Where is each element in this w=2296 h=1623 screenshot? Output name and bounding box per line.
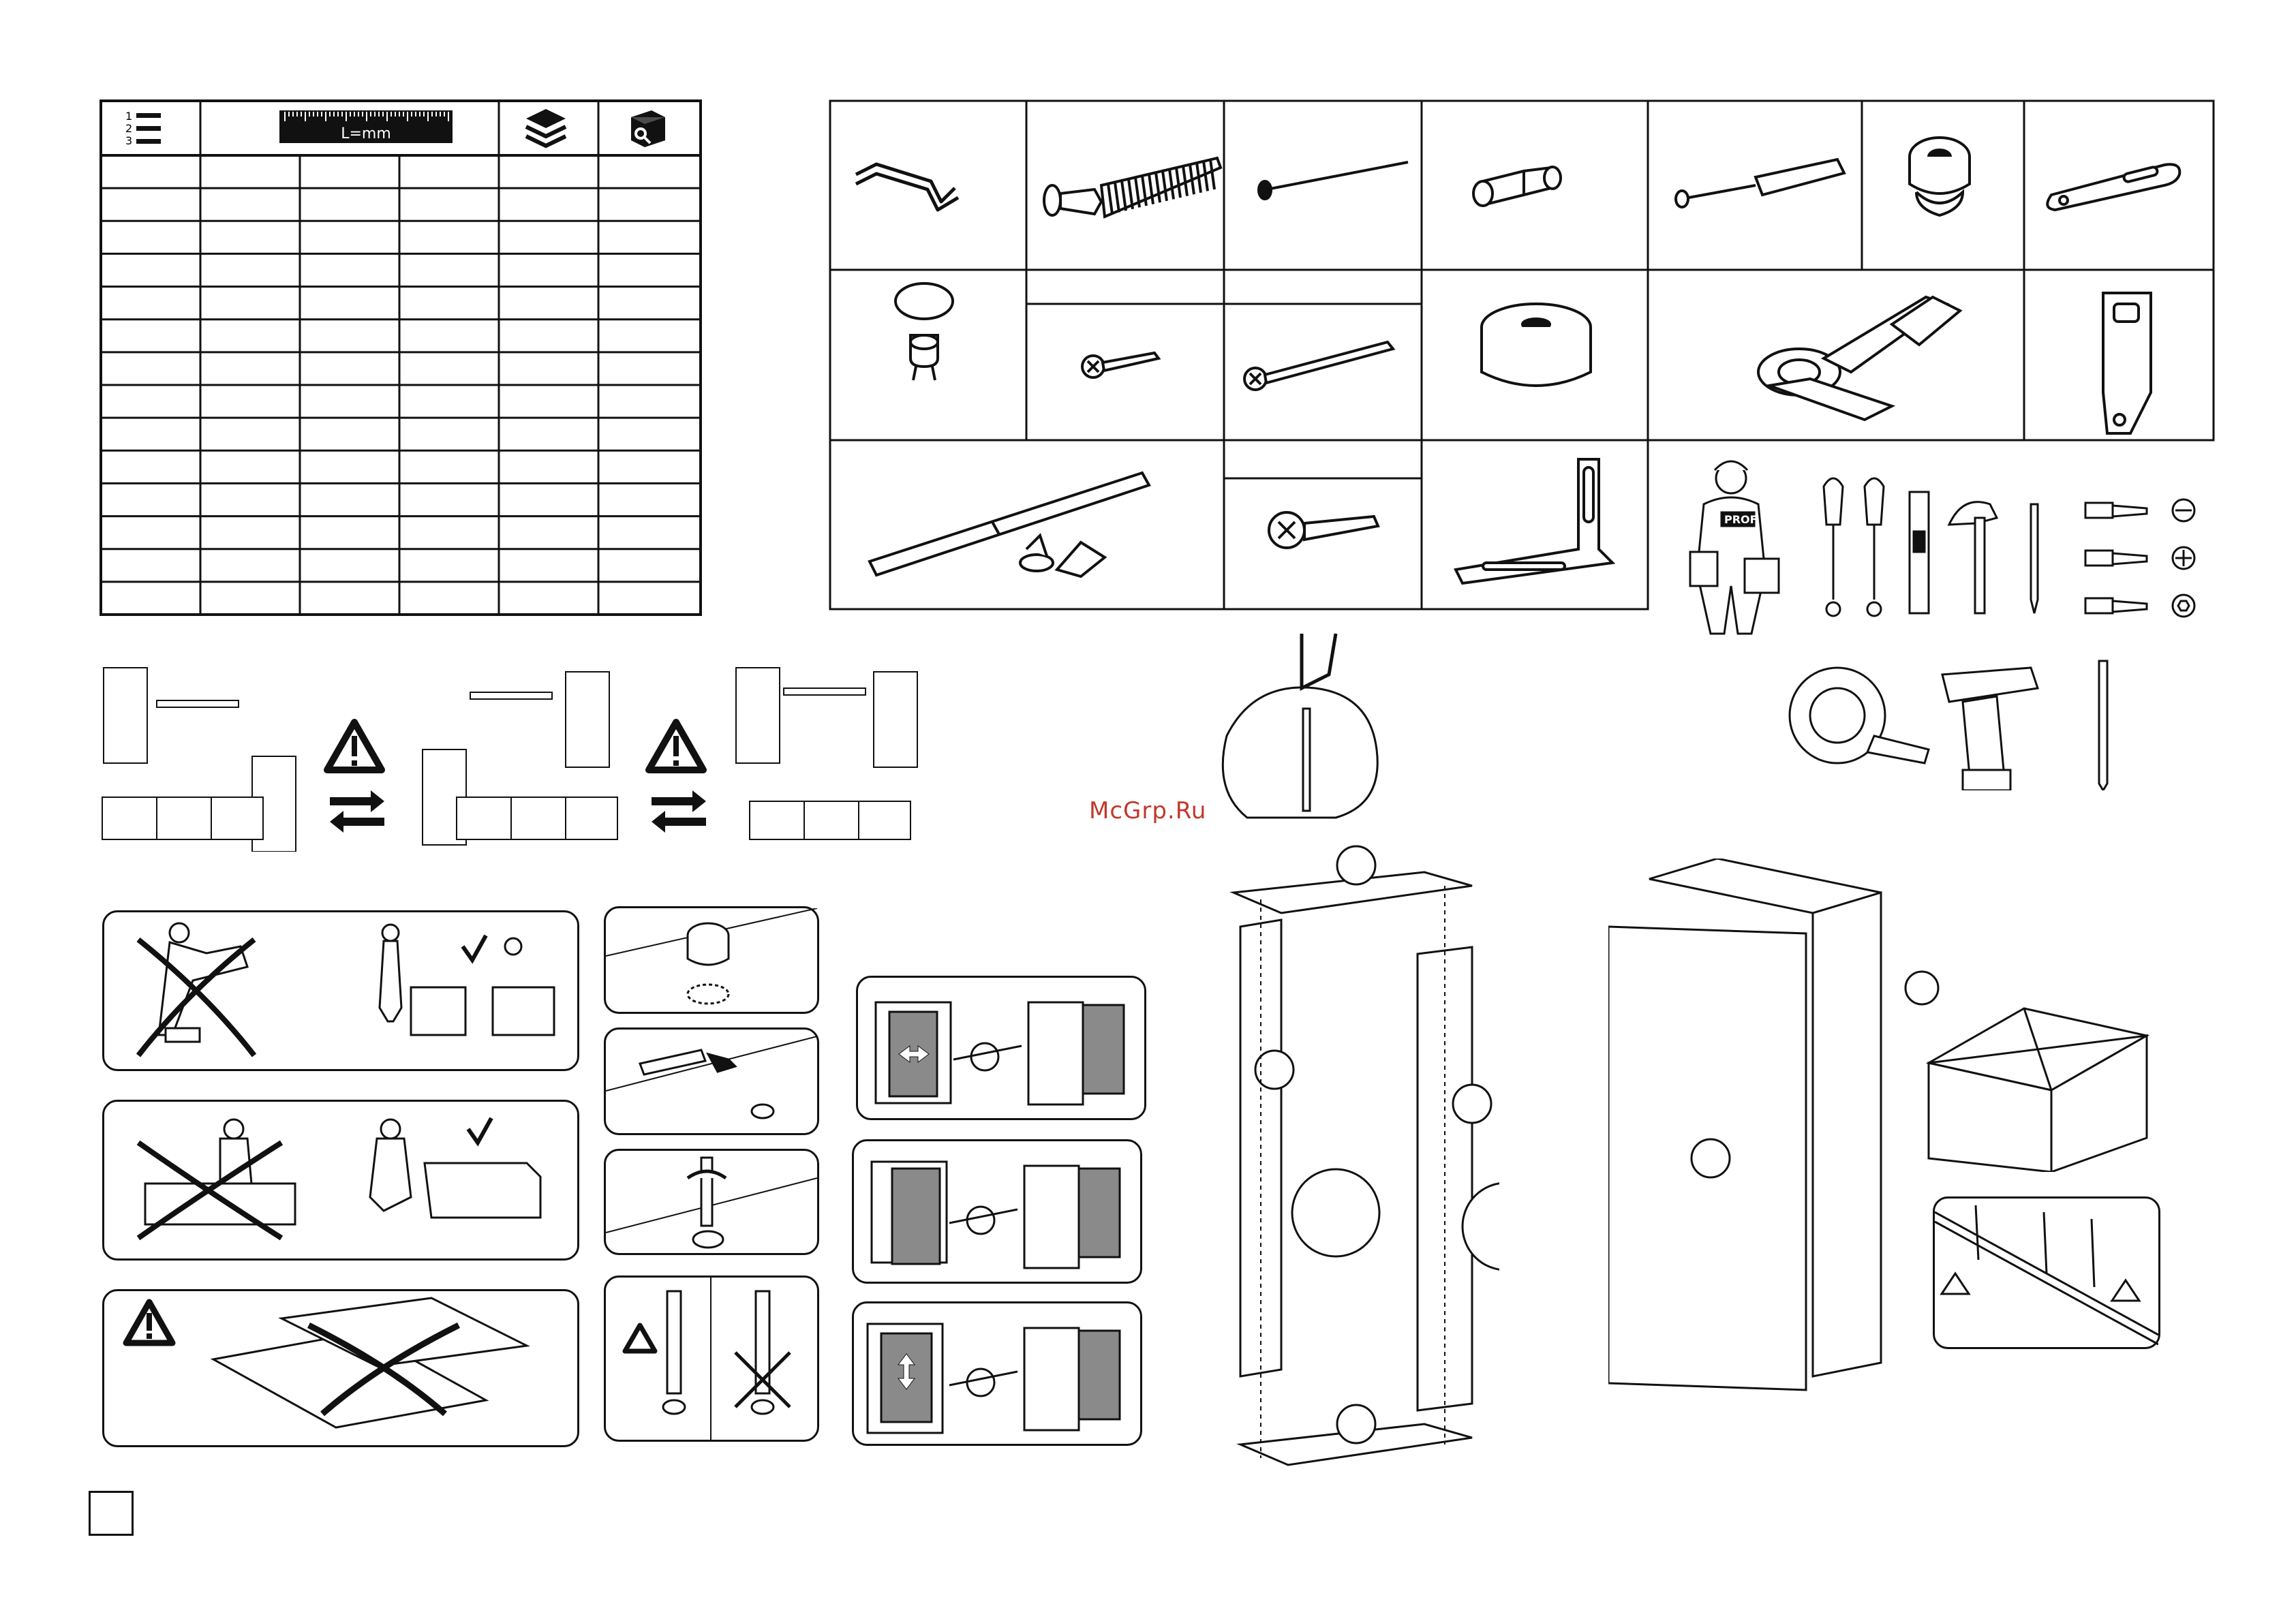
svg-text:1: 1 bbox=[125, 110, 132, 123]
panel-placing bbox=[102, 1100, 579, 1261]
bit-hex-icon bbox=[2085, 595, 2194, 617]
detail-screwdriver bbox=[604, 1149, 819, 1255]
bit-flat-icon bbox=[2085, 499, 2194, 521]
drill-bit-icon bbox=[2099, 661, 2107, 790]
parts-table: 1 2 3 L=mm bbox=[100, 99, 702, 616]
drill-icon bbox=[1942, 668, 2038, 790]
detail-cam-bolt bbox=[604, 1027, 819, 1135]
hinge-adjust-horizontal bbox=[856, 976, 1146, 1120]
washer-screw-icon bbox=[1269, 512, 1378, 548]
panel-floor bbox=[102, 1289, 579, 1447]
watermark: McGrp.Ru bbox=[1089, 797, 1206, 824]
panel-lifting bbox=[102, 910, 579, 1071]
mounting-bracket-icon bbox=[2103, 293, 2151, 433]
parts-table-grid bbox=[100, 99, 702, 616]
back-panel-nailing bbox=[1933, 1196, 2160, 1349]
door-assembly bbox=[1608, 859, 1908, 1404]
worker-icon: PROF bbox=[1690, 461, 1779, 634]
cam-bolt-icon bbox=[1676, 159, 1844, 207]
tape-measure-icon bbox=[1790, 668, 1929, 763]
hinge-adjust-depth bbox=[852, 1139, 1142, 1284]
warning-icon bbox=[327, 722, 703, 770]
svg-text:2: 2 bbox=[125, 122, 132, 135]
tools-area: PROF bbox=[1677, 450, 2222, 790]
phillips-screwdriver-icon bbox=[1865, 478, 1884, 616]
angle-bracket-icon bbox=[1456, 459, 1612, 583]
bumper-pad-icon bbox=[1482, 304, 1591, 386]
ruler-icon: L=mm bbox=[279, 110, 453, 144]
box-search-icon bbox=[624, 106, 669, 151]
confirmat-screw-icon bbox=[1044, 158, 1221, 217]
svg-text:PROF: PROF bbox=[1724, 513, 1758, 526]
list-icon: 1 2 3 bbox=[124, 108, 172, 150]
svg-text:3: 3 bbox=[125, 134, 132, 147]
short-screw-icon bbox=[1082, 353, 1159, 377]
pencil-icon bbox=[2031, 504, 2038, 613]
hanging-plate-icon bbox=[2047, 164, 2179, 210]
level-icon bbox=[1910, 492, 1929, 613]
nail-icon bbox=[1259, 162, 1408, 199]
configurations bbox=[95, 661, 954, 852]
drawer-diagonal bbox=[1901, 961, 2160, 1172]
page-number-box bbox=[89, 1491, 134, 1536]
shelf-support-icon bbox=[896, 283, 953, 380]
hex-key-icon bbox=[856, 164, 958, 210]
check-icon bbox=[463, 936, 486, 960]
cam-lock-icon bbox=[1910, 138, 1970, 215]
warning-icon bbox=[625, 1325, 655, 1351]
check-icon bbox=[468, 1118, 491, 1143]
hammer-icon bbox=[1949, 502, 1997, 613]
bit-phillips-icon bbox=[2085, 547, 2194, 569]
gas-strut-icon bbox=[870, 473, 1149, 576]
hinge-adjust-vertical bbox=[852, 1301, 1142, 1446]
detail-screw-depth bbox=[604, 1276, 819, 1442]
flat-screwdriver-icon bbox=[1824, 478, 1843, 616]
carcass-assembly bbox=[1199, 613, 1499, 1554]
dowel-icon bbox=[1473, 167, 1561, 206]
ruler-label: L=mm bbox=[279, 125, 453, 142]
layers-icon bbox=[523, 106, 568, 151]
long-screw-icon bbox=[1244, 342, 1393, 390]
hinge-icon bbox=[1758, 297, 1960, 420]
detail-cam-lock bbox=[604, 906, 819, 1014]
